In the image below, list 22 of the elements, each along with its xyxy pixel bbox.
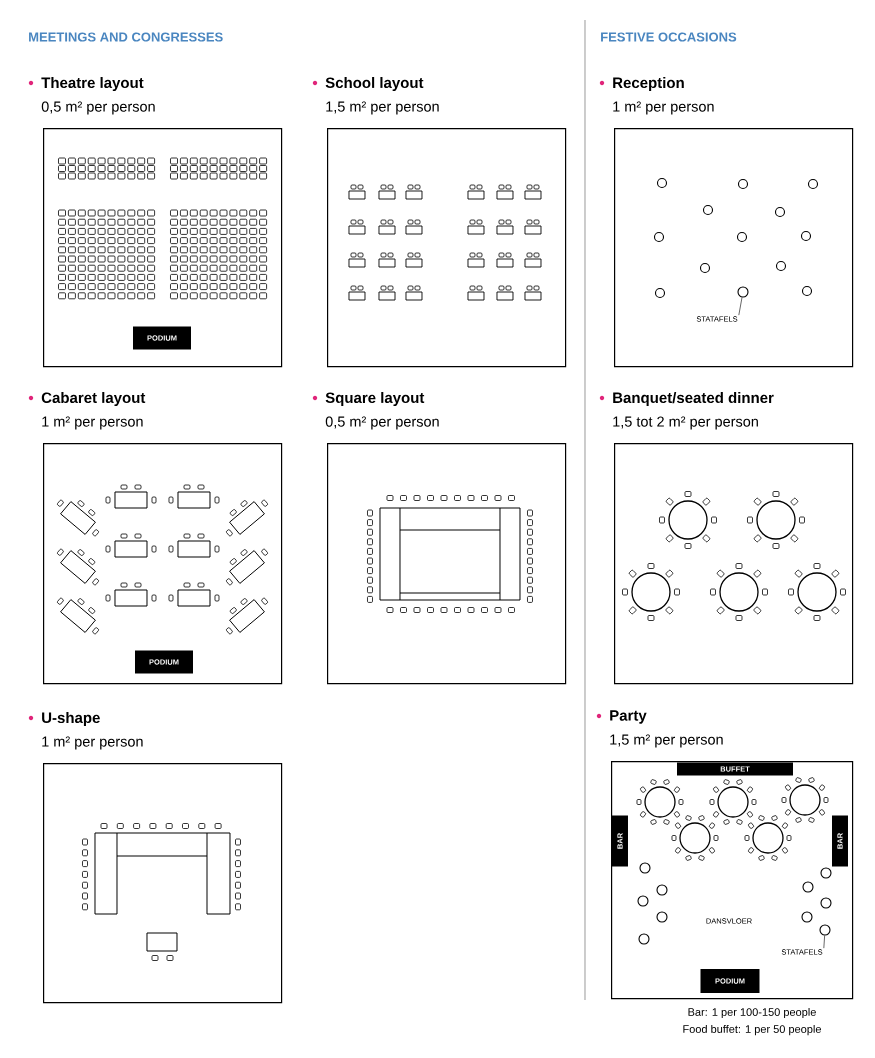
layout-title: U-shape xyxy=(42,712,100,726)
area-text: 0,5 m² per person xyxy=(325,416,439,430)
section-heading: FESTIVE OCCASIONS xyxy=(601,32,737,42)
area-text: 0,5 m² per person xyxy=(41,101,155,115)
area-text: 1 m² per person xyxy=(42,416,143,430)
area-text: 1 m² per person xyxy=(42,736,143,750)
leader-line xyxy=(738,297,743,316)
layout-title: Reception xyxy=(613,77,684,91)
note-text: Bar: 1 per 100-150 people xyxy=(688,1007,816,1019)
note-text: Food buffet: 1 per 50 people xyxy=(683,1024,821,1036)
layout-title: Banquet/seated dinner xyxy=(613,392,774,406)
layout-title: Theatre layout xyxy=(41,77,144,91)
area-text: 1 m² per person xyxy=(613,101,714,115)
layout-title: School layout xyxy=(325,77,424,91)
area-text: 1,5 m² per person xyxy=(326,101,439,115)
layout-title: Cabaret layout xyxy=(41,392,146,406)
layout-title: Square layout xyxy=(325,392,425,406)
area-text: 1,5 m² per person xyxy=(610,734,723,748)
layout-title: Party xyxy=(610,710,647,724)
section-heading: MEETINGS AND CONGRESSES xyxy=(29,32,223,42)
leader-line xyxy=(823,935,825,949)
area-text: 1,5 tot 2 m² per person xyxy=(613,416,758,430)
